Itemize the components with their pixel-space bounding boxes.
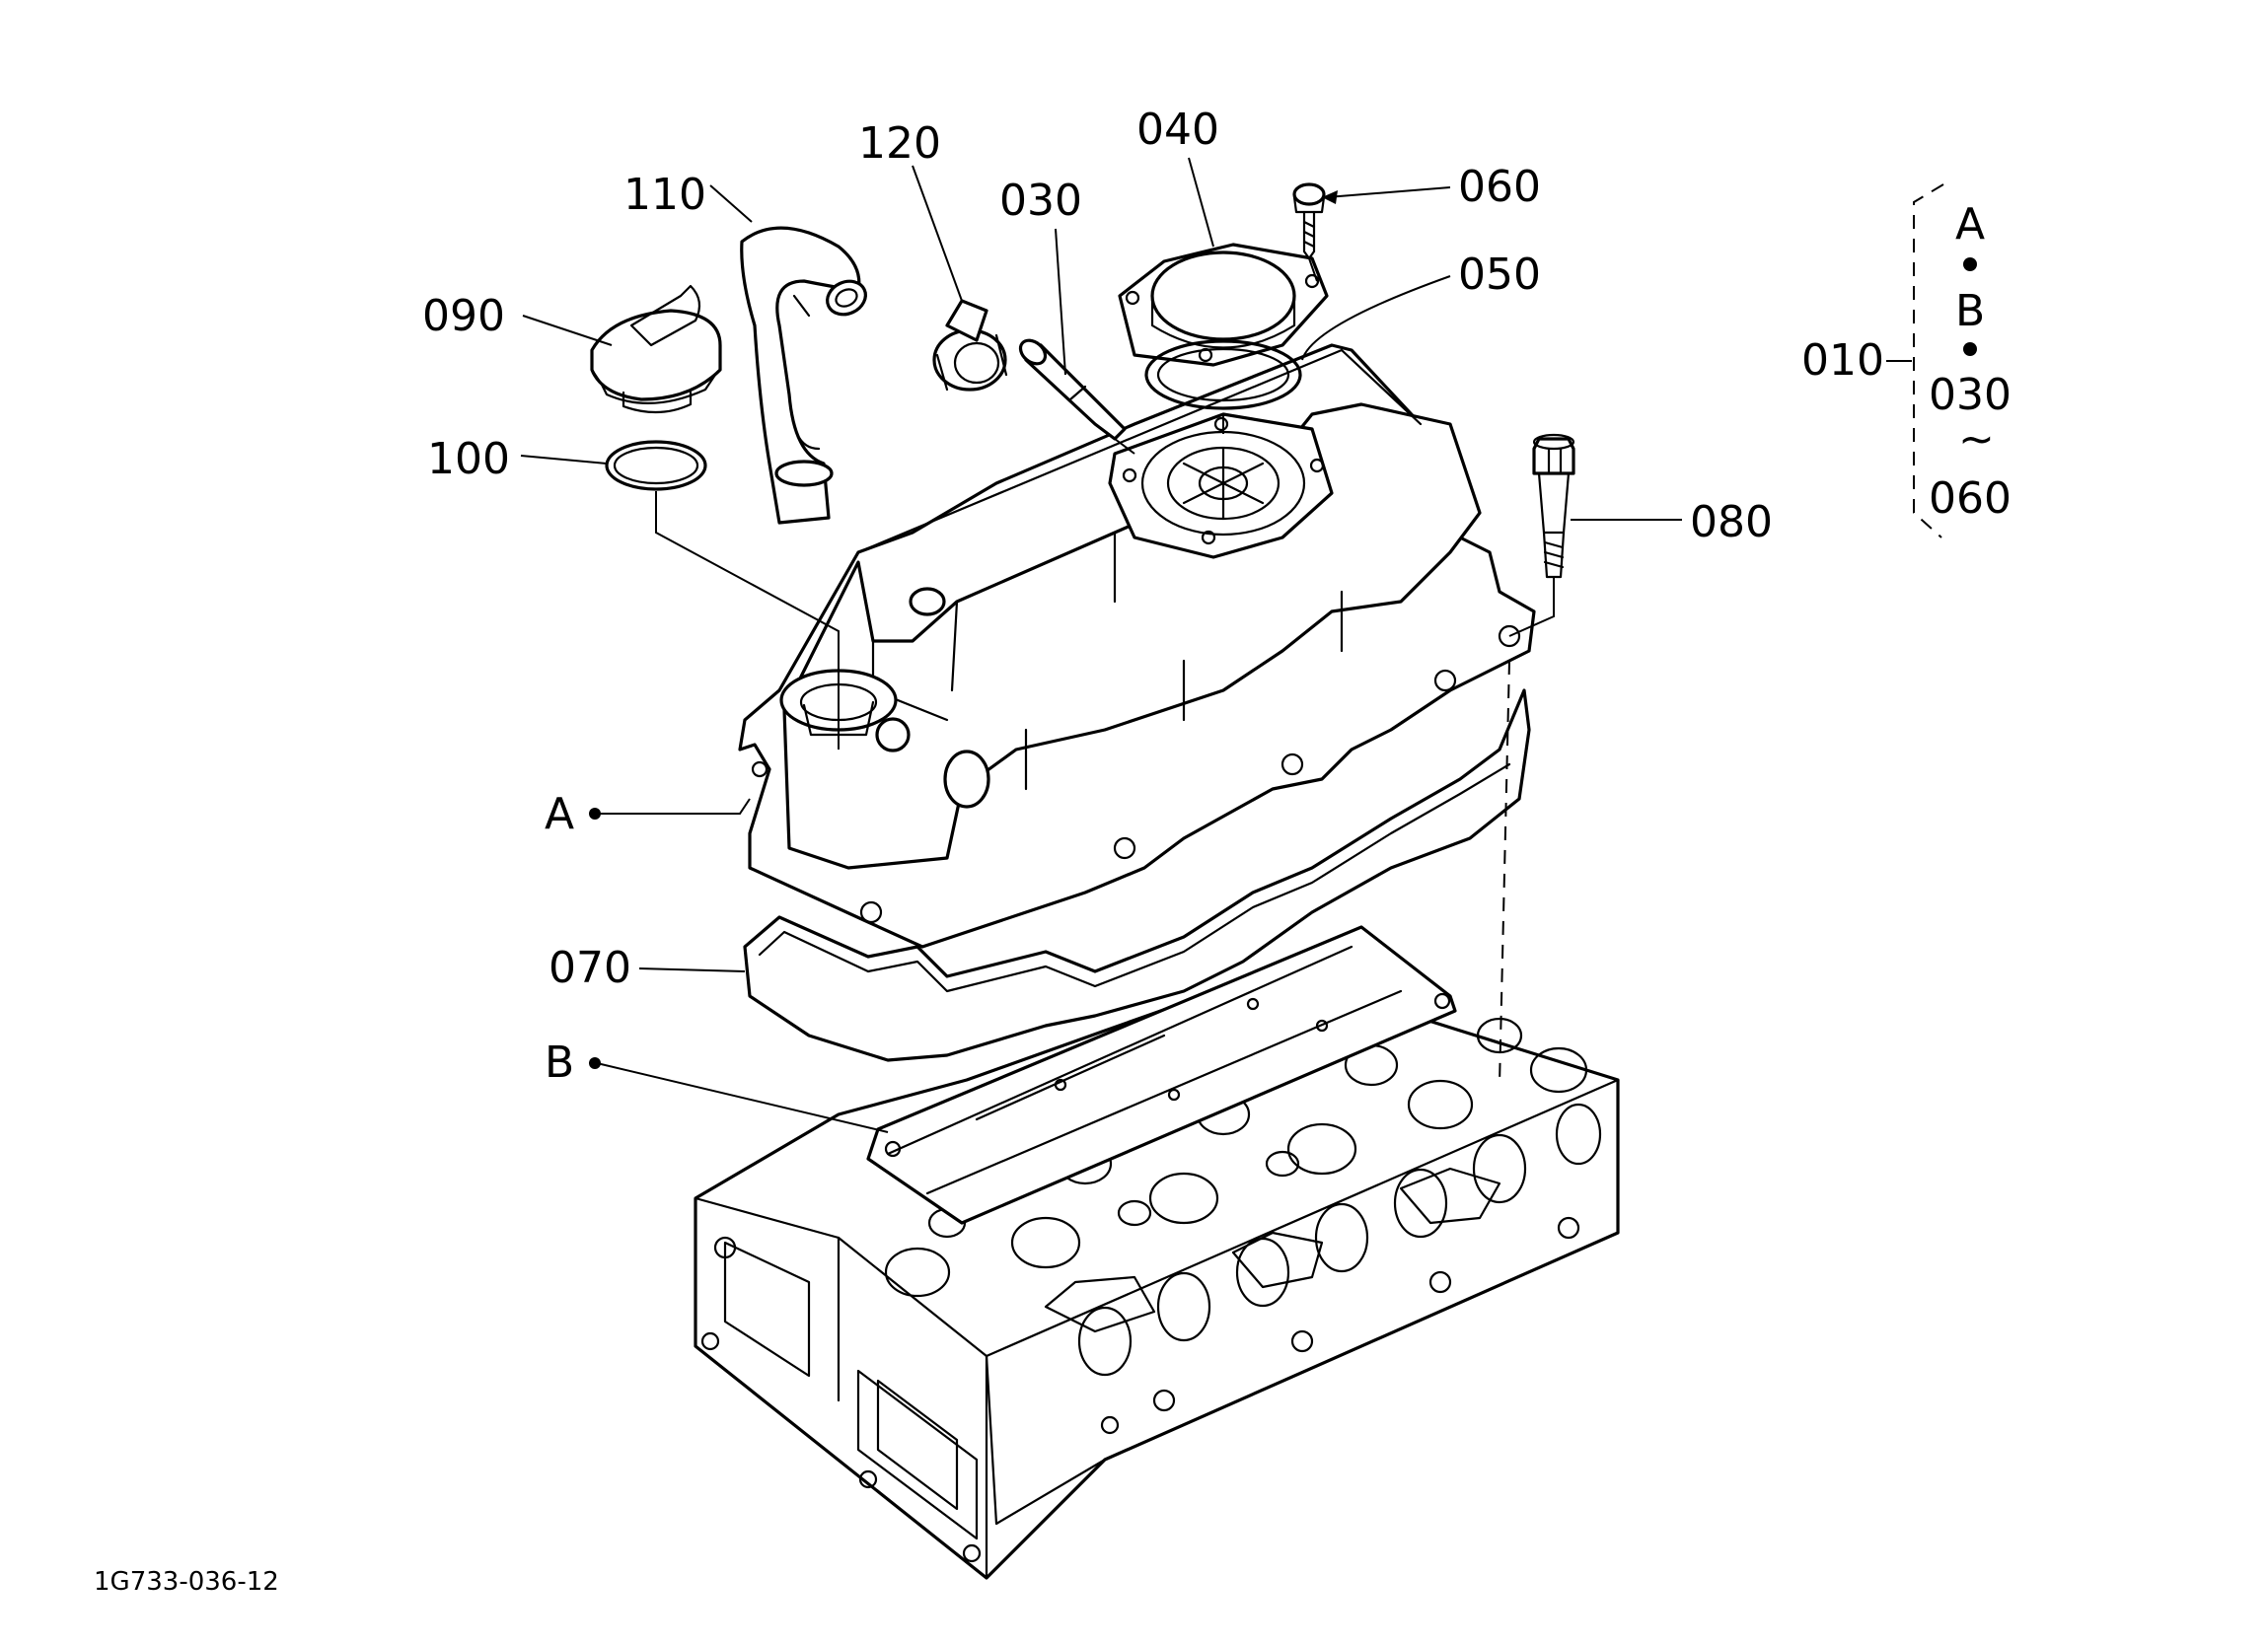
leader-lines <box>520 157 1682 1133</box>
callout-030: 030 <box>999 176 1082 226</box>
note-tilde: ~ <box>1958 414 1995 465</box>
callout-040: 040 <box>1136 105 1219 155</box>
screw-drawing <box>1292 182 1326 260</box>
oil-filler-cap-drawing <box>590 284 722 414</box>
reference-b: B <box>545 1038 574 1088</box>
note-a: A <box>1955 199 1985 250</box>
callout-110: 110 <box>623 170 706 220</box>
callout-060: 060 <box>1458 162 1541 212</box>
drawing-code: 1G733-036-12 <box>94 1567 279 1597</box>
breather-cover-drawing <box>1118 243 1329 410</box>
hose-clip-drawing <box>932 299 1008 392</box>
cover-gasket-drawing <box>743 688 1531 1062</box>
pipe-drawing <box>1018 338 1127 441</box>
breather-plate-drawing <box>866 925 1457 1225</box>
callout-050: 050 <box>1458 250 1541 300</box>
reference-a: A <box>545 789 574 839</box>
callout-080: 080 <box>1690 497 1773 547</box>
note-030: 030 <box>1929 370 2012 420</box>
callout-100: 100 <box>427 434 510 484</box>
note-060: 060 <box>1929 473 2012 524</box>
callout-070: 070 <box>549 943 631 993</box>
breather-hose-drawing <box>740 226 867 525</box>
callout-010: 010 <box>1801 335 1884 386</box>
note-b: B <box>1955 286 1985 336</box>
o-ring-drawing <box>605 440 707 491</box>
callout-090: 090 <box>422 291 505 341</box>
cap-nut-bolt-drawing <box>1532 433 1575 579</box>
callout-labels: 110 120 030 040 060 050 090 100 080 070 … <box>422 105 1773 1088</box>
callout-120: 120 <box>858 118 941 169</box>
assembly-note: 010 A B 030 ~ 060 <box>1801 183 2012 538</box>
head-cover-drawing <box>738 343 1536 949</box>
assembly-lines <box>655 257 1555 1086</box>
